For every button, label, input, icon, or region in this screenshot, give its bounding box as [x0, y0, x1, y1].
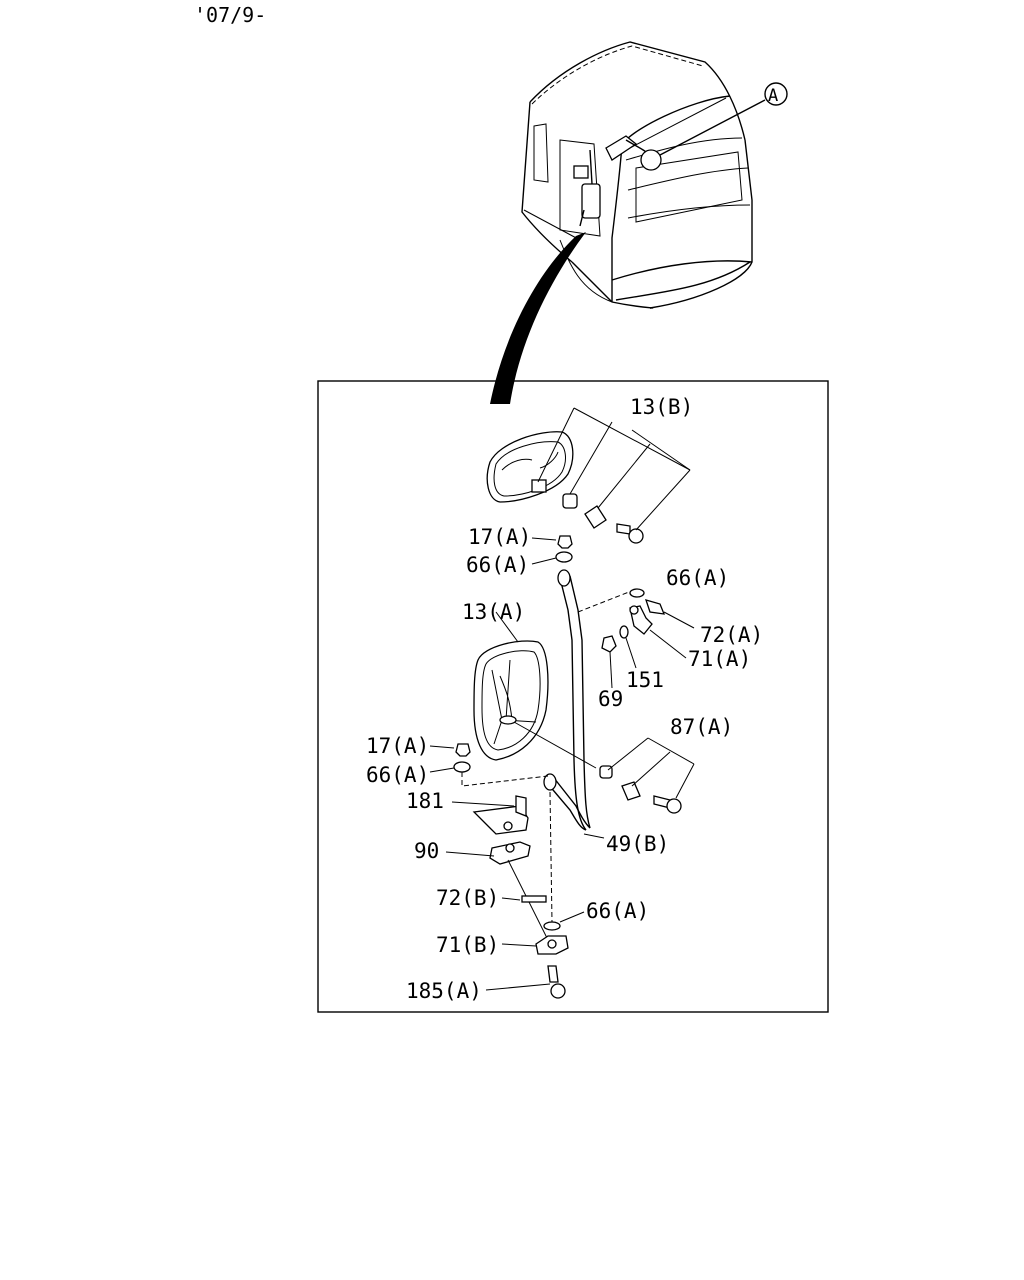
label-185a: 185(A) — [406, 979, 482, 1003]
label-69: 69 — [598, 687, 623, 711]
label-66a-mid: 66(A) — [366, 763, 429, 787]
callout-a: A — [659, 82, 788, 156]
callout-a-marker: A — [768, 86, 778, 106]
mirror-13a — [473, 611, 597, 769]
mirror-13b — [486, 407, 691, 544]
bolt-185a — [485, 965, 566, 999]
label-87a: 87(A) — [670, 715, 733, 739]
vehicle-illustration — [521, 41, 753, 309]
label-181: 181 — [406, 789, 444, 813]
label-17a-mid: 17(A) — [366, 734, 429, 758]
label-71a: 71(A) — [688, 647, 751, 671]
label-66a-top: 66(A) — [466, 553, 529, 577]
label-151: 151 — [626, 668, 664, 692]
label-71b: 71(B) — [436, 933, 499, 957]
label-49b: 49(B) — [606, 832, 669, 856]
bracket-group-a — [577, 588, 695, 689]
lower-bracket-71b — [501, 935, 569, 955]
date-code: '07/9- — [194, 3, 266, 27]
detail-frame — [317, 380, 829, 1013]
fastener-87a — [599, 737, 695, 814]
label-90: 90 — [414, 839, 439, 863]
label-72a: 72(A) — [700, 623, 763, 647]
label-66a-bottom: 66(A) — [586, 899, 649, 923]
bracket-181-90 — [445, 795, 549, 941]
label-17a-top: 17(A) — [468, 525, 531, 549]
label-66a-right: 66(A) — [666, 566, 729, 590]
label-72b: 72(B) — [436, 886, 499, 910]
stay-49b — [543, 569, 591, 831]
zoom-pointer — [490, 232, 586, 404]
label-13b: 13(B) — [630, 395, 693, 419]
label-13a: 13(A) — [462, 600, 525, 624]
